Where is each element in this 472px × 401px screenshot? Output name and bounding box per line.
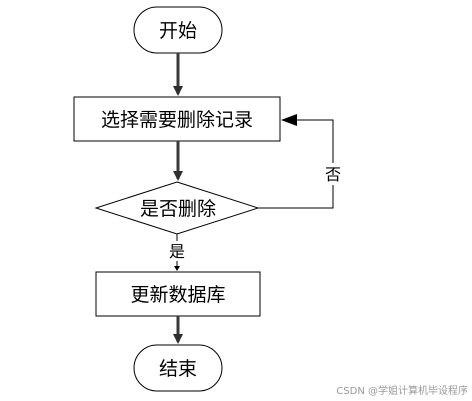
select-record-label: 选择需要删除记录 [101,109,253,131]
decision-label: 是否删除 [140,198,216,220]
decision-node: 是否删除 [94,181,260,235]
watermark: CSDN @学姐计算机毕设程序 [336,384,468,397]
no-label-bg [324,163,342,185]
update-database-node: 更新数据库 [95,271,261,317]
end-node: 结束 [133,344,223,392]
end-label: 结束 [159,358,197,380]
no-branch-arrowhead [281,114,297,126]
select-record-shape [73,96,281,142]
update-database-label: 更新数据库 [130,284,225,306]
end-shape [133,344,223,392]
start-node: 开始 [133,6,223,54]
start-label: 开始 [159,20,197,42]
yes-branch-label: 是 [169,242,185,261]
yes-label-bg [166,241,188,261]
no-branch-label: 否 [325,165,341,184]
select-record-node: 选择需要删除记录 [73,96,281,142]
yes-branch-arrowhead [174,266,180,271]
